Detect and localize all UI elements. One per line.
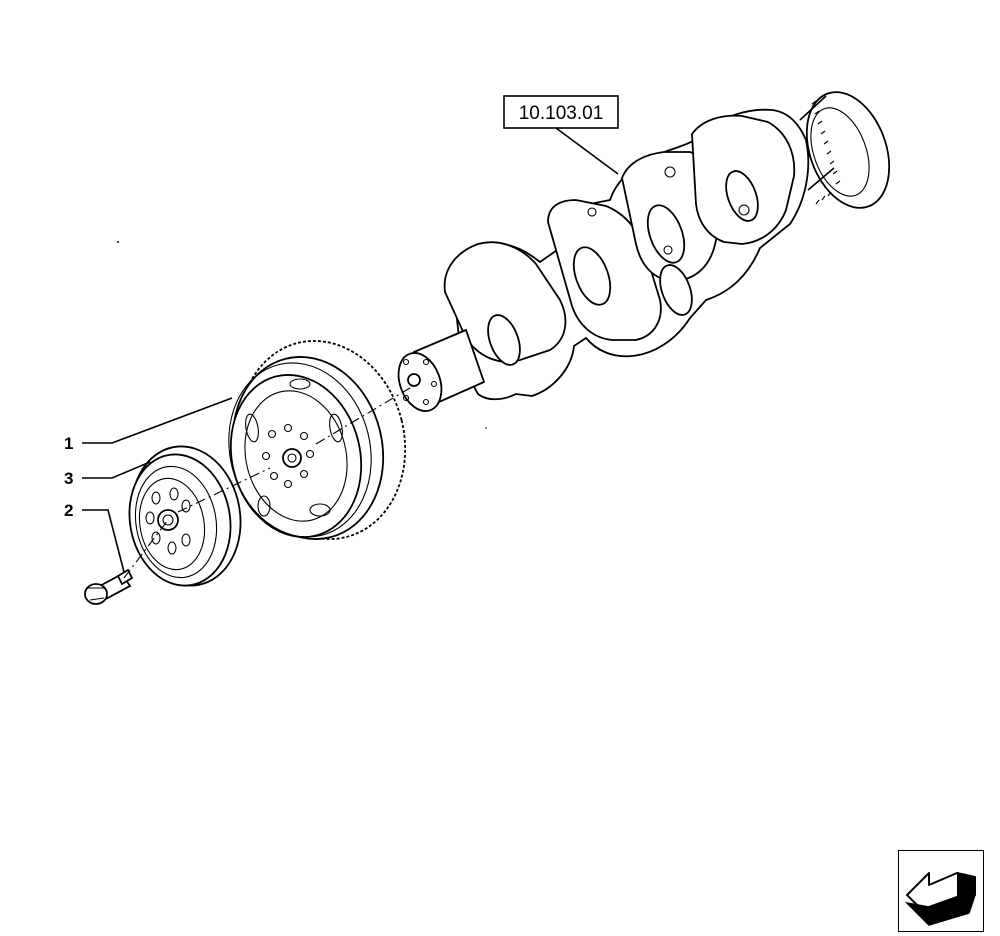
reference-label: 10.103.01 [519, 103, 604, 124]
back-nav-button[interactable] [898, 850, 984, 932]
leader-1 [82, 397, 233, 444]
damper-flywheel [228, 340, 407, 540]
reference-box[interactable]: 10.103.01 [503, 95, 619, 129]
arrow-back-icon [904, 872, 977, 926]
assembly-axis [123, 387, 411, 579]
pulley [128, 445, 242, 587]
callout-number-3: 3 [64, 469, 73, 488]
bolt [84, 568, 134, 605]
leader-ref [555, 127, 619, 175]
crankshaft-nose [397, 328, 486, 412]
crankshaft-rear-gear [799, 91, 891, 209]
leader-2 [82, 509, 125, 573]
callout-number-2: 2 [64, 501, 73, 520]
crankshaft [397, 91, 891, 412]
callout-number-1: 1 [64, 434, 73, 453]
leader-3 [82, 461, 151, 479]
